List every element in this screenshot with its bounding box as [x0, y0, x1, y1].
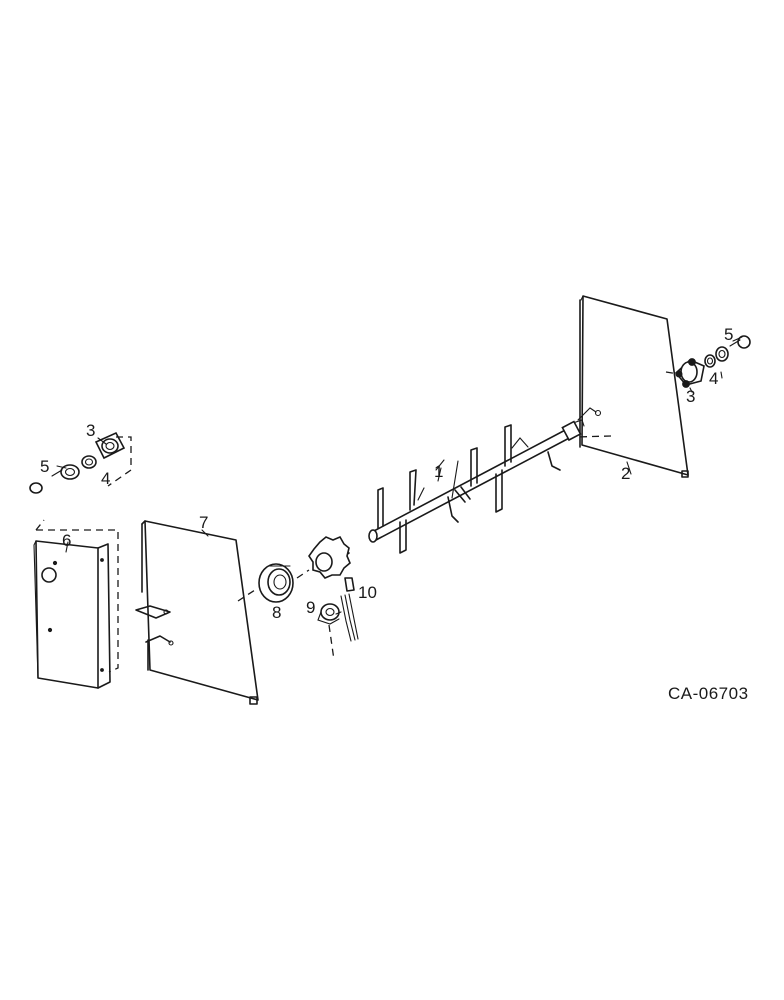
- callout-6: 6: [62, 531, 71, 550]
- left-side-panel: [135, 520, 259, 705]
- drive-chain: [340, 577, 359, 642]
- figure-code: CA-06703: [668, 684, 749, 703]
- left-bearing-flange: [94, 431, 126, 460]
- drive-sprocket: [308, 535, 351, 579]
- callout-5-right: 5: [724, 325, 733, 344]
- callout-2: 2: [621, 464, 630, 483]
- right-bearing-flange: [674, 358, 705, 388]
- assembly-leader-lines: [35, 371, 679, 673]
- callout-1: 1: [434, 462, 443, 481]
- mounting-bracket: [33, 540, 111, 689]
- right-bearing-ring: [704, 354, 716, 368]
- callout-4-right: 4: [709, 369, 718, 388]
- callout-3-right: 3: [686, 387, 695, 406]
- callout-7: 7: [199, 513, 208, 532]
- left-bearing-ring: [81, 455, 97, 469]
- idler-roller: [317, 603, 340, 625]
- callout-8: 8: [272, 603, 281, 622]
- callout-9: 9: [306, 598, 315, 617]
- left-bearing-collar: [29, 464, 80, 494]
- beater-shaft: [368, 420, 582, 554]
- right-bearing-collar: [715, 335, 751, 362]
- callout-leaders: [56, 437, 442, 615]
- callout-5-left: 5: [40, 457, 49, 476]
- callout-3-left: 3: [86, 421, 95, 440]
- drive-pulley: [258, 563, 294, 603]
- callout-10: 10: [358, 583, 377, 602]
- callout-4-left: 4: [101, 469, 110, 488]
- right-side-panel: [569, 295, 689, 478]
